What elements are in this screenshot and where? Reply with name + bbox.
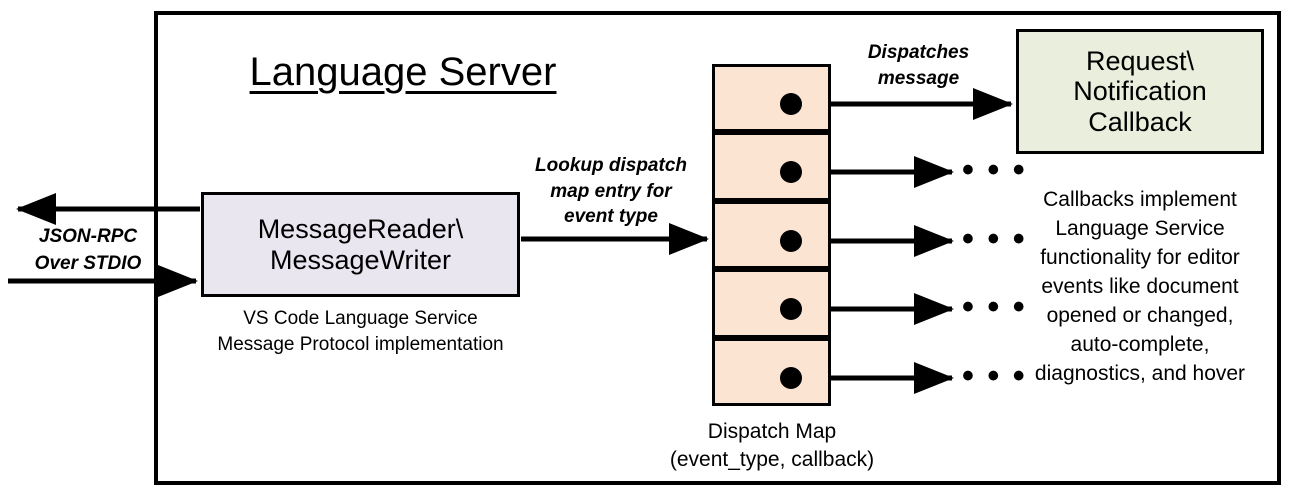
lookup-line-2: map entry for bbox=[550, 180, 672, 202]
dispatch-map-table[interactable] bbox=[712, 64, 831, 406]
request-notification-callback-box[interactable]: Request\ Notification Callback bbox=[1016, 29, 1264, 154]
lookup-line-1: Lookup dispatch bbox=[535, 155, 687, 176]
callback-caption: Callbacks implement Language Service fun… bbox=[1004, 186, 1276, 389]
callback-caption-line-5: opened or changed, bbox=[1046, 303, 1234, 327]
callback-caption-line-7: diagnostics, and hover bbox=[1034, 361, 1246, 385]
dispatch-map-cell[interactable] bbox=[712, 64, 831, 133]
callback-pointer-dot-icon bbox=[780, 230, 802, 252]
jsonrpc-line-2: Over STDIO bbox=[34, 252, 142, 274]
page-title: Language Server bbox=[249, 50, 557, 94]
dispatches-message-line-1: Dispatches bbox=[867, 42, 970, 63]
dispatch-map-caption-line-2: (event_type, callback) bbox=[669, 448, 875, 472]
callback-line-1: Request\ bbox=[1085, 46, 1195, 77]
message-io-caption-line-2: Message Protocol implementation bbox=[217, 333, 504, 355]
callback-pointer-dot-icon bbox=[780, 161, 802, 183]
lookup-line-3: event type bbox=[564, 206, 658, 228]
dispatch-map-caption-line-1: Dispatch Map bbox=[707, 420, 837, 443]
message-io-caption-line-1: VS Code Language Service bbox=[243, 308, 478, 329]
jsonrpc-line-1: JSON-RPC bbox=[38, 226, 138, 247]
message-reader-writer-label: MessageReader\ MessageWriter bbox=[258, 214, 464, 274]
language-server-boundary bbox=[154, 11, 1281, 485]
ellipsis-more-callbacks: • • • bbox=[962, 357, 1027, 395]
dispatches-message-line-2: message bbox=[877, 67, 960, 89]
callback-caption-line-6: auto-complete, bbox=[1070, 332, 1210, 356]
lookup-dispatch-label: Lookup dispatch map entry for event type bbox=[516, 153, 706, 230]
message-reader-writer-box[interactable]: MessageReader\ MessageWriter bbox=[201, 192, 520, 297]
callback-caption-line-4: events like document bbox=[1041, 274, 1239, 298]
message-reader-line: MessageReader\ bbox=[257, 214, 464, 245]
ellipsis-more-callbacks: • • • bbox=[962, 151, 1027, 189]
callback-line-3: Callback bbox=[1088, 106, 1192, 137]
callback-line-2: Notification bbox=[1073, 76, 1207, 107]
dispatch-map-cell[interactable] bbox=[712, 200, 831, 270]
message-io-caption: VS Code Language Service Message Protoco… bbox=[201, 306, 520, 357]
callback-caption-line-3: functionality for editor bbox=[1040, 245, 1240, 269]
callback-caption-line-2: Language Service bbox=[1055, 216, 1225, 240]
callback-caption-line-1: Callbacks implement bbox=[1043, 188, 1237, 211]
jsonrpc-transport-label: JSON-RPC Over STDIO bbox=[18, 224, 158, 277]
ellipsis-more-callbacks: • • • bbox=[962, 288, 1027, 326]
dispatch-map-caption: Dispatch Map (event_type, callback) bbox=[648, 418, 896, 475]
ellipsis-more-callbacks: • • • bbox=[962, 220, 1027, 258]
callback-pointer-dot-icon bbox=[780, 367, 802, 389]
dispatch-map-cell[interactable] bbox=[712, 132, 831, 201]
dispatch-map-cell[interactable] bbox=[712, 337, 831, 406]
request-notification-callback-label: Request\ Notification Callback bbox=[1073, 46, 1207, 137]
callback-pointer-dot-icon bbox=[780, 93, 802, 115]
message-writer-line: MessageWriter bbox=[269, 244, 452, 275]
dispatch-map-cell[interactable] bbox=[712, 269, 831, 338]
callback-pointer-dot-icon bbox=[780, 298, 802, 320]
dispatches-message-label: Dispatches message bbox=[836, 40, 1001, 91]
